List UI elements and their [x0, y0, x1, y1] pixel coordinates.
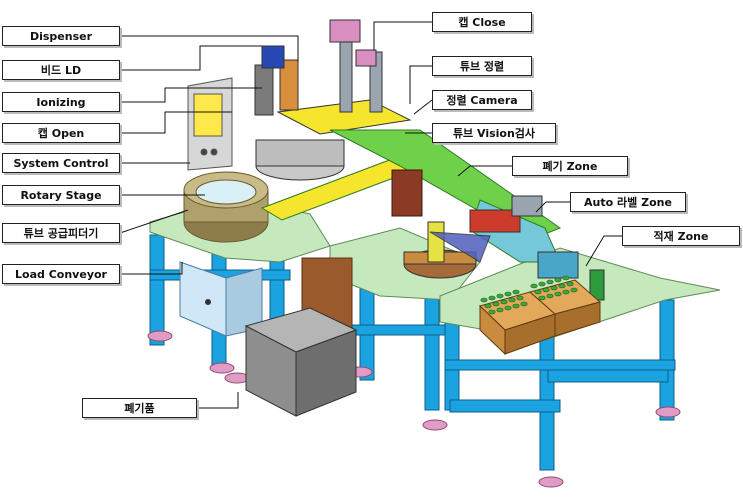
callout-ionizing: Ionizing	[2, 92, 120, 112]
tube-cap	[484, 303, 492, 309]
callout-cap-close: 캡 Close	[432, 12, 532, 32]
waste-zone-block	[391, 169, 423, 217]
rotary-assembly	[254, 19, 412, 181]
tube-cap	[554, 291, 562, 297]
tube-cap	[570, 287, 578, 293]
callout-stack-zone: 적재 Zone	[622, 226, 740, 246]
auto-label-unit	[469, 195, 605, 301]
tube-cap	[546, 293, 554, 299]
callout-cap-open: 캡 Open	[2, 123, 120, 143]
tube-cap	[538, 281, 546, 287]
callout-rotary-stage: Rotary Stage	[2, 185, 120, 205]
middle-turntable	[403, 221, 491, 279]
tube-cap	[530, 283, 538, 289]
tube-cap	[566, 281, 574, 287]
callout-load-conveyor: Load Conveyor	[2, 264, 120, 284]
tube-cap	[516, 295, 524, 301]
tube-cap	[488, 295, 496, 301]
tube-cap	[542, 287, 550, 293]
blue-frame	[149, 234, 676, 471]
tube-cap	[500, 299, 508, 305]
tube-cap	[512, 289, 520, 295]
tube-cap	[554, 277, 562, 283]
side-cabinet	[179, 261, 263, 337]
tube-cap	[562, 275, 570, 281]
callout-bead-ld: 비드 LD	[2, 60, 120, 80]
callout-dispenser: Dispenser	[2, 26, 120, 46]
tube-cap	[496, 293, 504, 299]
tube-cap	[534, 289, 542, 295]
system-control-panel	[187, 77, 233, 171]
tube-cap	[520, 301, 528, 307]
callout-auto-label-zone: Auto 라벨 Zone	[570, 192, 686, 212]
tube-cap	[488, 309, 496, 315]
tube-cap	[550, 285, 558, 291]
callout-waste-item: 폐기품	[82, 398, 197, 418]
tube-cap	[504, 291, 512, 297]
tube-rack	[480, 275, 578, 315]
callout-tube-align: 튜브 정렬	[432, 56, 532, 76]
tube-cap	[496, 307, 504, 313]
tube-cap	[480, 297, 488, 303]
tube-cap	[508, 297, 516, 303]
callout-waste-zone: 폐기 Zone	[512, 156, 628, 176]
tube-cap	[492, 301, 500, 307]
tube-feeder-bowl	[183, 171, 269, 243]
callout-tube-vision: 튜브 Vision검사	[432, 123, 556, 143]
tube-cap	[538, 295, 546, 301]
tube-cap	[562, 289, 570, 295]
callout-system-control: System Control	[2, 153, 120, 173]
tube-cap	[512, 303, 520, 309]
callout-tube-feeder: 튜브 공급피더기	[2, 223, 120, 243]
waste-bin	[244, 307, 358, 417]
tube-cap	[558, 283, 566, 289]
callout-align-camera: 정렬 Camera	[432, 90, 532, 110]
tube-cap	[504, 305, 512, 311]
tube-cap	[546, 279, 554, 285]
